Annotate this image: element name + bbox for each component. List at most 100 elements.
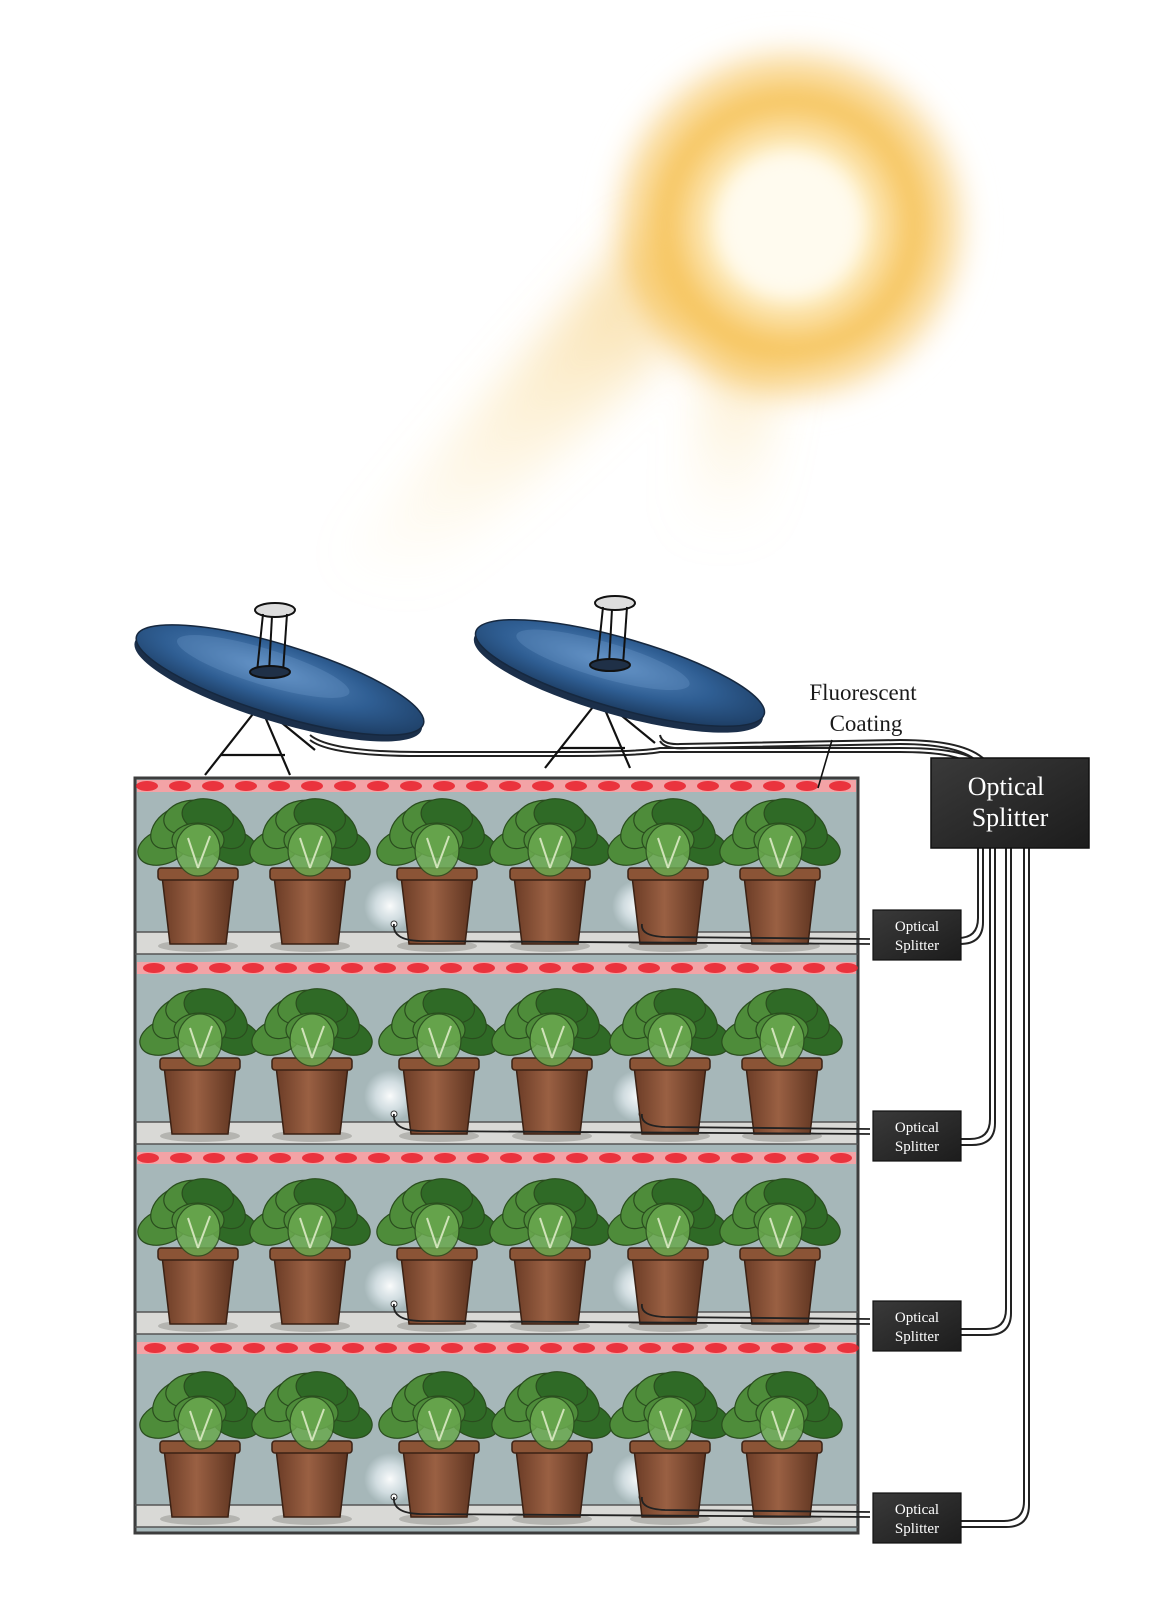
dish-cables [309, 734, 986, 766]
plant-pot [513, 1255, 587, 1325]
shelf-splitter-label-line1: Optical [895, 919, 939, 935]
plant-pot [161, 875, 235, 945]
dish-surface [474, 618, 766, 728]
coating-label-line2: Coating [830, 711, 903, 736]
plant-leaves [137, 1178, 259, 1257]
shelf-splitter-label-line1: Optical [895, 1310, 939, 1326]
shelf-splitter-label-line2: Splitter [895, 1329, 939, 1345]
shelf-splitter-group: OpticalSplitterOpticalSplitterOpticalSpl… [872, 909, 962, 1544]
plant-leaves [607, 1178, 729, 1257]
plant-leaves [249, 798, 371, 877]
plant-pot [275, 1065, 349, 1135]
plant-leaves [489, 1178, 611, 1257]
plant-pot [163, 1448, 237, 1518]
coating-pointer [817, 739, 833, 789]
shelf-splitter-label-line2: Splitter [895, 938, 939, 954]
potted-plant [378, 988, 500, 1142]
plant-pot [163, 1065, 237, 1135]
potted-plant [249, 798, 371, 952]
solar-dish-1 [134, 602, 425, 776]
plant-pot [515, 1065, 589, 1135]
shelf-fiber-cables [393, 1496, 871, 1518]
trunk-cable [961, 848, 1025, 1522]
potted-plant [137, 798, 259, 952]
potted-plant [251, 1371, 373, 1525]
plant-leaves [378, 988, 500, 1067]
potted-plant [719, 798, 841, 952]
main-splitter-label-line1: Optical [968, 772, 1045, 801]
plant-leaves [719, 1178, 841, 1257]
shelf-3 [135, 1152, 871, 1335]
plant-leaves [251, 988, 373, 1067]
main-splitter-label-line2: Splitter [972, 803, 1049, 832]
plant-pot [631, 1255, 705, 1325]
shelf-splitter-label-line1: Optical [895, 1120, 939, 1136]
potted-plant [139, 1371, 261, 1525]
potted-plant [609, 988, 731, 1142]
fluorescent-coating-strip [136, 780, 856, 792]
plant-pot [743, 1255, 817, 1325]
plant-leaves [609, 1371, 731, 1450]
plant-pot [273, 875, 347, 945]
potted-plant [609, 1371, 731, 1525]
potted-plant [607, 1178, 729, 1332]
plant-pot [631, 875, 705, 945]
shelf-splitter-label-line1: Optical [895, 1502, 939, 1518]
plant-leaves [609, 988, 731, 1067]
dish-receiver [589, 595, 636, 672]
plant-leaves [491, 1371, 613, 1450]
coating-label-line1: Fluorescent [809, 680, 917, 705]
potted-plant [607, 798, 729, 952]
fluorescent-coating-strip [137, 962, 858, 974]
shelf-fiber-cables [393, 1303, 871, 1325]
light-emitter-glow [364, 1070, 416, 1122]
potted-plant [489, 798, 611, 952]
plant-pot [402, 1065, 476, 1135]
shelf-1 [135, 780, 871, 955]
trunk-cable [961, 848, 1007, 1330]
trunk-cable [961, 848, 991, 1140]
plant-leaves [376, 798, 498, 877]
main-optical-splitter: Optical Splitter [930, 757, 1090, 849]
plant-leaves [139, 988, 261, 1067]
shelf-splitter-label-line2: Splitter [895, 1521, 939, 1537]
light-emitter-glow [364, 1453, 416, 1505]
plant-pot [745, 1448, 819, 1518]
shelf-4 [135, 1342, 871, 1528]
plant-leaves [721, 1371, 843, 1450]
plant-leaves [719, 798, 841, 877]
plant-pot [402, 1448, 476, 1518]
potted-plant [137, 1178, 259, 1332]
plant-pot [273, 1255, 347, 1325]
dish-receiver [249, 602, 296, 679]
fluorescent-coating-strip [137, 1152, 856, 1164]
plant-pot [633, 1065, 707, 1135]
shelf-fiber-cables [393, 923, 871, 945]
potted-plant [139, 988, 261, 1142]
potted-plant [721, 988, 843, 1142]
potted-plant [491, 988, 613, 1142]
plant-pot [400, 1255, 474, 1325]
plant-leaves [721, 988, 843, 1067]
plant-pot [275, 1448, 349, 1518]
plant-pot [745, 1065, 819, 1135]
potted-plant [249, 1178, 371, 1332]
shelf-2 [135, 962, 871, 1145]
plant-leaves [607, 798, 729, 877]
potted-plant [376, 1178, 498, 1332]
greenhouse-shelves [133, 776, 871, 1535]
solar-dish-2 [473, 595, 766, 769]
plant-pot [161, 1255, 235, 1325]
potted-plant [251, 988, 373, 1142]
potted-plant [489, 1178, 611, 1332]
plant-leaves [491, 988, 613, 1067]
fluorescent-coating-callout: Fluorescent Coating [809, 680, 917, 789]
sun-icon [590, 25, 990, 425]
solar-dish-group [134, 595, 766, 776]
potted-plant [491, 1371, 613, 1525]
shelf-fiber-cables [393, 1113, 871, 1135]
